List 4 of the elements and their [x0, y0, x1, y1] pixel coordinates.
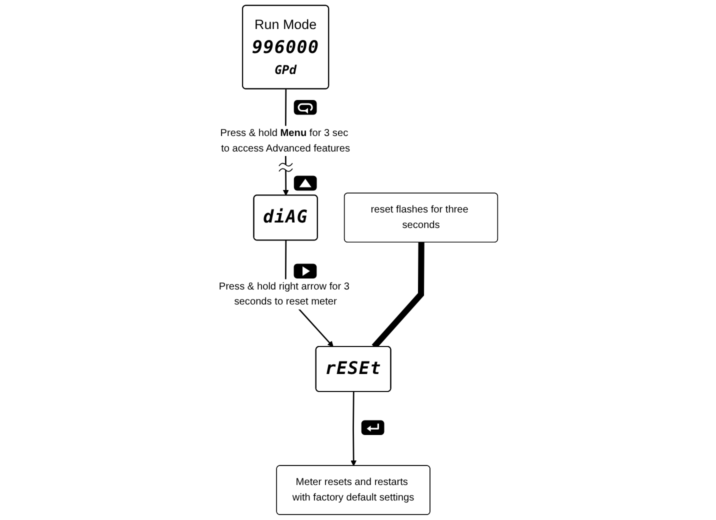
edge-label: Press & hold right arrow for 3 seconds to reset meter: [218, 280, 350, 308]
arrow: [350, 392, 357, 466]
arrow: [284, 240, 334, 348]
edge-label: Press & hold Menu for 3 sec to access Advanced features: [220, 127, 350, 154]
